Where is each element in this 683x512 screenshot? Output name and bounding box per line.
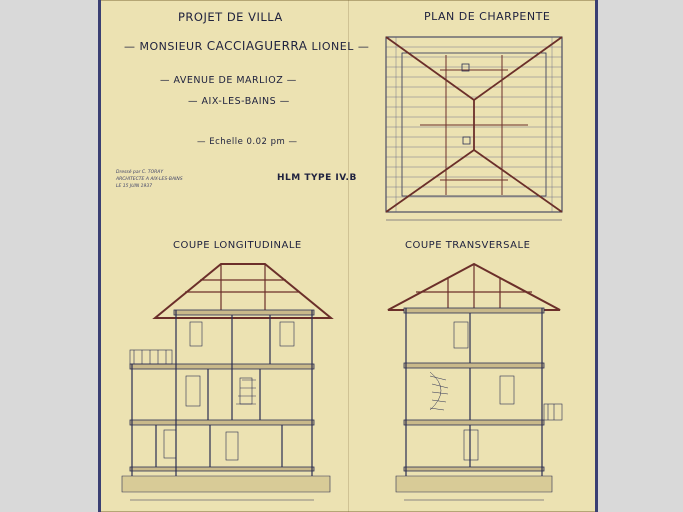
trans-foundation [395, 475, 553, 493]
scale-text: Echelle 0.02 pm [209, 137, 286, 147]
trans-ground-floor [403, 419, 545, 426]
hip-rafters [385, 36, 563, 213]
client-name: CACCIAGUERRA [206, 39, 308, 53]
address-street: — AVENUE DE MARLIOZ — [160, 75, 297, 86]
client-line: — MONSIEUR CACCIAGUERRA LIONEL — [124, 39, 370, 53]
long-walls [131, 310, 313, 476]
long-staircase [236, 379, 256, 405]
client-first-name: LIONEL [311, 40, 354, 53]
address-street-text: AVENUE DE MARLIOZ [173, 75, 284, 86]
trans-first-floor [403, 362, 545, 369]
chimney-bottom [462, 136, 471, 145]
scale-note: — Echelle 0.02 pm — [197, 137, 298, 147]
architect-line-3: LE 15 JUIN 1937 [116, 184, 153, 189]
long-basement-floor [129, 466, 315, 472]
project-title: PROJET DE VILLA [178, 10, 283, 24]
blueprint-sheet [98, 0, 598, 512]
trans-walls [405, 308, 543, 476]
trans-basement-floor [403, 466, 545, 472]
roof-framing-plan [385, 36, 563, 221]
roof-plan-title: PLAN DE CHARPENTE [424, 10, 551, 23]
trans-attic-floor [403, 307, 545, 314]
transverse-section-title: COUPE TRANSVERSALE [405, 240, 531, 251]
architect-line-1: Dressé par C. TORAY [116, 170, 164, 175]
wall-outline [401, 52, 547, 197]
trans-openings [453, 321, 515, 461]
trans-roof-truss [416, 264, 532, 308]
transverse-section [387, 262, 563, 501]
address-city-text: AIX-LES-BAINS [201, 96, 277, 107]
sheet-left-border [98, 0, 101, 512]
sheet-right-border [595, 0, 598, 512]
long-attic-floor [173, 309, 315, 316]
architect-stamp: Dressé par C. TORAY ARCHITECTE A AIX-LES… [116, 169, 183, 190]
purlins [420, 55, 528, 195]
long-ground-floor [129, 419, 315, 426]
trans-spiral-stair [429, 371, 449, 411]
longitudinal-section-title: COUPE LONGITUDINALE [173, 240, 302, 251]
long-openings [163, 321, 295, 461]
trans-balcony [543, 403, 563, 421]
long-balcony [129, 349, 173, 365]
roof-outline [385, 36, 563, 213]
client-prefix: MONSIEUR [139, 40, 203, 53]
architect-line-2: ARCHITECTE A AIX-LES-BAINS [116, 177, 183, 182]
address-city: — AIX-LES-BAINS — [188, 96, 290, 107]
long-foundation [121, 475, 331, 493]
longitudinal-section [121, 263, 334, 501]
long-roof-trusses [185, 264, 300, 310]
chimney-top [461, 63, 470, 72]
housing-type: HLM TYPE IV.B [277, 173, 357, 183]
paper-fold-line [348, 0, 349, 512]
long-first-floor [129, 363, 315, 370]
